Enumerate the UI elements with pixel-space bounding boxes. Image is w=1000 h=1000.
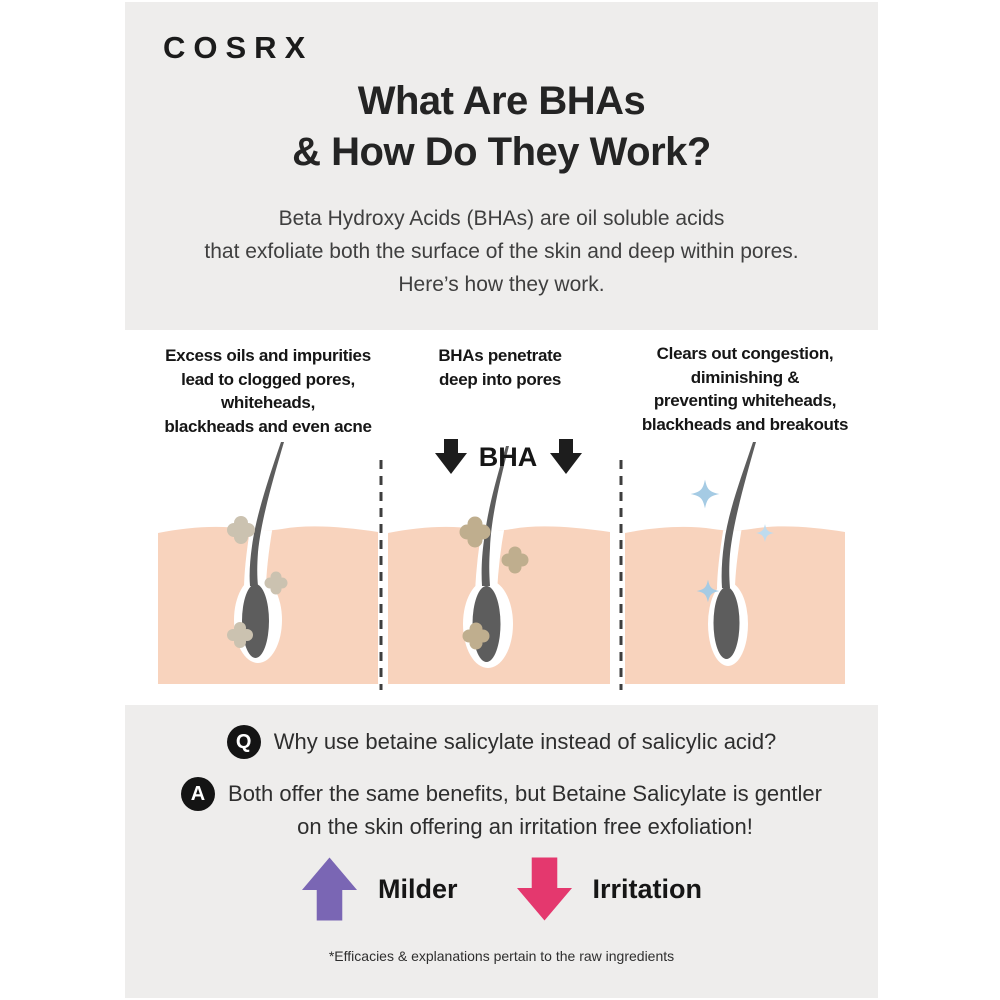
- bha-down-arrow-icon: [435, 439, 467, 474]
- how-it-works-section: Excess oils and impurities lead to clogg…: [125, 330, 878, 705]
- clean-pore-illustration: [625, 442, 845, 684]
- description-line-2: that exfoliate both the surface of the s…: [204, 240, 799, 263]
- down-arrow-icon: [516, 857, 572, 921]
- answer-icon: A: [181, 777, 216, 811]
- panel-3-caption-line: blackheads and breakouts: [641, 414, 849, 434]
- description-line-1: Beta Hydroxy Acids (BHAs) are oil solubl…: [278, 207, 725, 230]
- question-row: Q Why use betaine salicylate instead of …: [125, 725, 878, 759]
- clogged-pore-illustration: [158, 442, 378, 684]
- panel-1-caption-line: lead to clogged pores,: [181, 369, 355, 389]
- panel-2-caption-line: BHAs penetrate: [438, 346, 562, 365]
- hair-follicle-bulb: [713, 587, 740, 659]
- impurity-blob: [264, 571, 288, 595]
- impurity-blob: [501, 546, 529, 574]
- answer-line-2: on the skin offering an irritation free …: [297, 814, 753, 839]
- answer-line-1: Both offer the same benefits, but Betain…: [228, 781, 822, 806]
- sparkle-icon: [696, 579, 720, 603]
- question-text: Why use betaine salicylate instead of sa…: [273, 729, 777, 754]
- question-icon: Q: [226, 725, 261, 759]
- panel-1-caption-line: blackheads and even acne: [164, 416, 372, 436]
- qa-section: Q Why use betaine salicylate instead of …: [125, 705, 878, 998]
- impurity-blob: [459, 516, 491, 548]
- panel-3-caption: Clears out congestion, diminishing & pre…: [619, 342, 871, 436]
- panel-1-caption-line: whiteheads,: [220, 393, 315, 412]
- infographic-sheet: COSRX What Are BHAs & How Do They Work? …: [125, 2, 878, 998]
- impurity-blob: [462, 622, 490, 650]
- comparison-row: Milder Irritation: [125, 857, 878, 921]
- irritation-group: Irritation: [516, 857, 703, 921]
- bha-down-arrow-icon: [550, 439, 582, 474]
- page-title: What Are BHAs & How Do They Work?: [125, 76, 878, 178]
- title-line-2: & How Do They Work?: [292, 130, 711, 174]
- brand-logo: COSRX: [163, 30, 314, 65]
- answer-text: Both offer the same benefits, but Betain…: [228, 777, 822, 843]
- bha-penetration-illustration: BHA: [388, 439, 610, 684]
- intro-description: Beta Hydroxy Acids (BHAs) are oil solubl…: [125, 202, 878, 301]
- panel-divider: [379, 460, 383, 690]
- milder-group: Milder: [301, 857, 458, 921]
- title-line-1: What Are BHAs: [357, 79, 646, 123]
- milder-label: Milder: [377, 873, 458, 904]
- impurity-blob: [227, 516, 255, 544]
- up-arrow-icon: [301, 857, 358, 921]
- hair-strand: [249, 442, 284, 586]
- panel-1-caption: Excess oils and impurities lead to clogg…: [137, 344, 399, 438]
- description-line-3: Here’s how they work.: [398, 273, 605, 296]
- panel-divider: [619, 460, 623, 690]
- impurity-blob: [227, 622, 253, 648]
- panel-2-caption: BHAs penetrate deep into pores: [387, 344, 613, 391]
- hair-strand: [721, 442, 756, 588]
- hair-follicle-bulb: [242, 584, 269, 658]
- answer-row: A Both offer the same benefits, but Beta…: [125, 777, 878, 843]
- panel-3-caption-line: preventing whiteheads,: [653, 391, 837, 410]
- panel-1-caption-line: Excess oils and impurities: [165, 346, 371, 365]
- sparkle-icon: [690, 479, 720, 509]
- panel-2-caption-line: deep into pores: [438, 369, 562, 389]
- irritation-label: Irritation: [592, 873, 703, 904]
- panel-3-caption-line: diminishing &: [690, 367, 800, 387]
- panel-3-caption-line: Clears out congestion,: [656, 344, 834, 363]
- header-section: COSRX What Are BHAs & How Do They Work? …: [125, 2, 878, 330]
- bha-label: BHA: [479, 442, 538, 472]
- hair-strand: [481, 446, 509, 586]
- footnote: *Efficacies & explanations pertain to th…: [328, 948, 675, 964]
- sparkle-icon: [756, 524, 774, 542]
